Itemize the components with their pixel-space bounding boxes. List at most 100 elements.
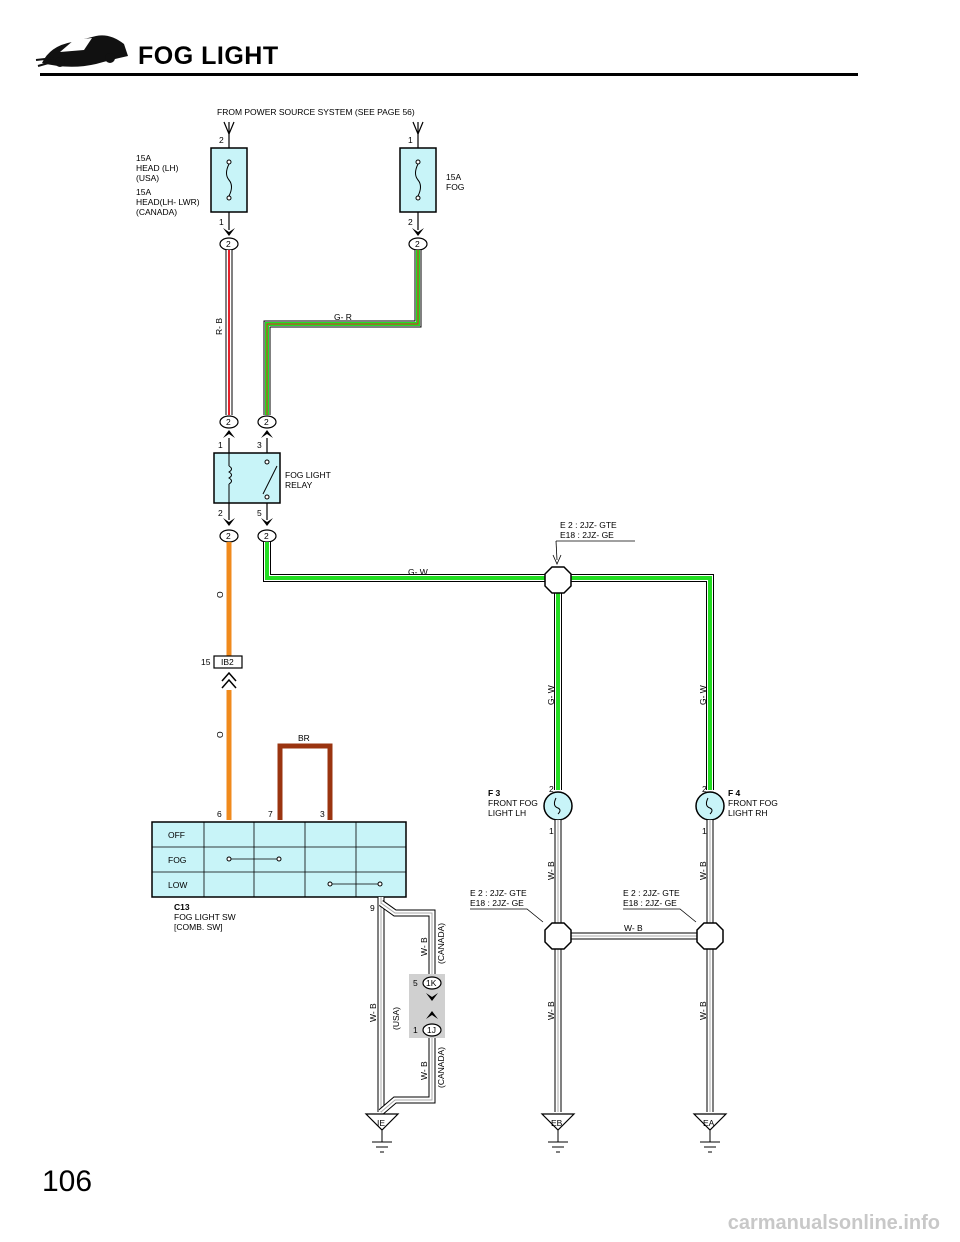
switch-pin7: 7 [268,809,273,819]
junction-ib2-label: IB2 [221,657,234,667]
fog-rh-l2: LIGHT RH [728,808,768,818]
connector-2 [219,415,239,429]
connector-1k-pin: 5 [413,978,418,988]
pin-arrow-icon [412,228,424,236]
ground-eb-label: EB [551,1118,563,1128]
splice-top-l2: E18 : 2JZ- GE [560,530,614,540]
switch-row-fog: FOG [168,855,186,865]
splice-left [544,922,572,950]
wire-g-w [263,542,714,790]
relay-pin2: 2 [218,508,223,518]
front-fog-light-rh [695,791,725,821]
fog-light-relay [213,452,281,504]
fuse-head-l1: 15A [136,153,151,163]
wire-label-g-w: G- W [408,567,428,577]
relay-pin3: 3 [257,440,262,450]
pin-arrow-icon [426,993,438,1001]
fog-rh-l1: FRONT FOG [728,798,778,808]
connector-1k-label: 1K [426,978,437,988]
switch-l2: [COMB. SW] [174,922,223,932]
ground-eb [540,1113,576,1153]
wire-label-o: O [215,591,225,598]
variant-usa: (USA) [391,1007,401,1030]
junction-ib2 [213,655,243,669]
pin-arrow-icon [261,430,273,438]
relay-pin1: 1 [218,440,223,450]
relay-switch-icon [262,459,278,500]
wire-label-w-b-canada-bottom: W- B [419,1061,429,1080]
relay-l2: RELAY [285,480,313,490]
title-rule [40,73,858,76]
wire-label-w-b-cross: W- B [624,923,643,933]
fog-lh-code: F 3 [488,788,501,798]
switch-row-off: OFF [168,830,185,840]
connector-1j [422,1023,442,1037]
fog-lh-pin-bottom: 1 [549,826,554,836]
wire-label-w-b-ie: W- B [368,1003,378,1022]
splice-left-l1: E 2 : 2JZ- GTE [470,888,527,898]
switch-l1: FOG LIGHT SW [174,912,236,922]
connector-1j-label: 1J [427,1025,436,1035]
switch-row-low: LOW [168,880,187,890]
wire-label-w-b-lh: W- B [546,861,556,880]
front-fog-light-lh [543,791,573,821]
page-title: FOG LIGHT [138,42,279,70]
relay-l1: FOG LIGHT [285,470,331,480]
fuse-fog-icon [415,159,421,201]
pin-arrow-icon [261,518,273,526]
wire-label-w-b-eb: W- B [546,1001,556,1020]
wire-label-g-w-right: G- W [698,685,708,705]
pin-arrow-icon [223,518,235,526]
fuse-head-pin-top: 2 [219,135,224,145]
fog-rh-pin-bottom: 1 [702,826,707,836]
splice-left-l2: E18 : 2JZ- GE [470,898,524,908]
bulb-icon [553,797,561,815]
splice-right-l1: E 2 : 2JZ- GTE [623,888,680,898]
wire-w-b-grounds [554,820,714,1112]
wire-label-r-b: R- B [214,318,224,335]
switch-code: C13 [174,902,190,912]
fuse-head-l3: (USA) [136,173,159,183]
fuse-head-icon [226,159,232,201]
wire-label-w-b-rh: W- B [698,861,708,880]
splice-top [544,566,572,594]
relay-coil-icon [228,453,232,503]
splice-top-l1: E 2 : 2JZ- GTE [560,520,617,530]
power-arrow-left [223,121,235,148]
double-chevron-icon [221,671,237,689]
fuse-head-l6: (CANADA) [136,207,177,217]
ground-ea-label: EA [703,1118,715,1128]
power-arrow-right [412,121,424,148]
power-source-label: FROM POWER SOURCE SYSTEM (SEE PAGE 56) [217,107,415,117]
connector-1k [422,976,442,990]
watermark: carmanualsonline.info [727,1212,940,1234]
fuse-head-pin-bottom: 1 [219,217,224,227]
switch-pin9: 9 [370,903,375,913]
wire-br [277,743,333,820]
wire-label-br: BR [298,733,310,743]
connector-label: 2 [415,239,420,249]
wire-label-w-b-canada-top: W- B [419,937,429,956]
ground-ie-label: IE [377,1118,385,1128]
pin-arrow-icon [223,430,235,438]
relay-pin5: 5 [257,508,262,518]
page-number: 106 [42,1165,93,1198]
fog-rh-code: F 4 [728,788,741,798]
fuse-fog-pin-top: 1 [408,135,413,145]
fog-lh-l1: FRONT FOG [488,798,538,808]
wire-label-g-w-left: G- W [546,685,556,705]
connector-2 [257,415,277,429]
pin-arrow-icon [223,228,235,236]
fuse-fog-pin-bottom: 2 [408,217,413,227]
ground-ie [364,1113,400,1153]
wire-label-o-lower: O [215,731,225,738]
splice-right [696,922,724,950]
switch-pin6: 6 [217,809,222,819]
bulb-icon [705,797,713,815]
fuse-head-l4: 15A [136,187,151,197]
fog-lh-l2: LIGHT LH [488,808,526,818]
fog-rh-pin-top: 2 [702,784,707,794]
wire-g-r [263,250,422,415]
fuse-head-l5: HEAD(LH- LWR) [136,197,200,207]
